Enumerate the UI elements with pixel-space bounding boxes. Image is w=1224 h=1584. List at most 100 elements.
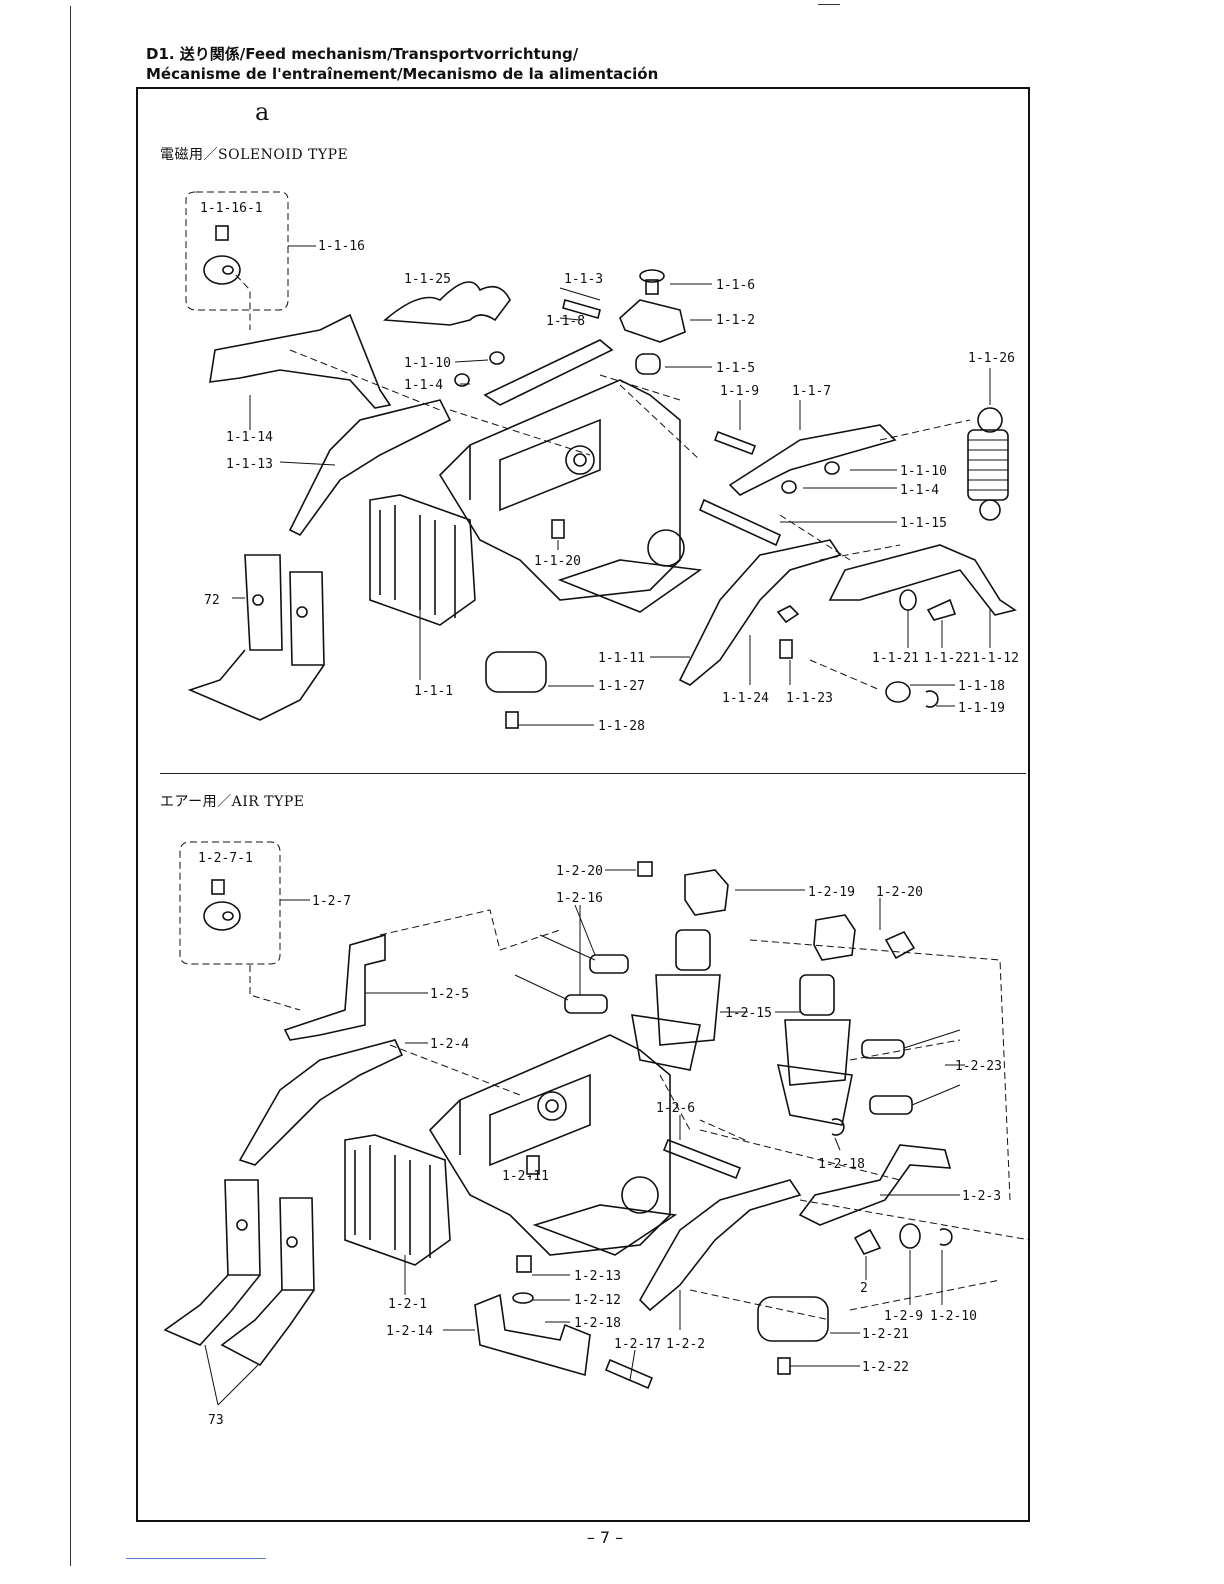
label-1-2-15: 1-2-15 (725, 1006, 772, 1021)
label-1-2-18-right: 1-2-18 (818, 1157, 865, 1172)
shaft-1-1-9 (713, 430, 757, 456)
shaft-1-2-6 (662, 1138, 742, 1180)
label-1-2-9: 1-2-9 (884, 1309, 923, 1324)
solenoid-section-title: 電磁用／SOLENOID TYPE (160, 147, 349, 163)
label-1-2-18-left: 1-2-18 (574, 1316, 621, 1331)
label-1-1-3: 1-1-3 (564, 272, 603, 287)
fittings-1-2-23 (861, 1029, 961, 1115)
label-72: 72 (204, 593, 220, 608)
label-1-2-2: 1-2-2 (666, 1337, 705, 1352)
bushing-1-1-5 (635, 353, 661, 375)
label-1-1-27: 1-1-27 (598, 679, 645, 694)
label-1-1-28: 1-1-28 (598, 719, 645, 734)
label-1-1-21: 1-1-21 (872, 651, 919, 666)
bracket-72 (187, 554, 325, 721)
label-1-2-3: 1-2-3 (962, 1189, 1001, 1204)
label-1-1-22: 1-1-22 (924, 651, 971, 666)
label-1-1-16-1: 1-1-16-1 (200, 201, 263, 216)
link-1-1-8 (483, 339, 614, 406)
label-1-1-15: 1-1-15 (900, 516, 947, 531)
small-parts-solenoid (454, 351, 957, 729)
label-1-1-11: 1-1-11 (598, 651, 645, 666)
label-1-1-8: 1-1-8 (546, 314, 585, 329)
label-73: 73 (208, 1413, 224, 1428)
inset-box-solenoid (185, 191, 289, 311)
label-1-2-7-1: 1-2-7-1 (198, 851, 253, 866)
shaft-1-1-15 (698, 498, 782, 547)
label-1-1-12: 1-1-12 (972, 651, 1019, 666)
spring-1-1-25 (383, 281, 511, 326)
lever-1-2-5 (283, 933, 386, 1041)
label-1-2-13: 1-2-13 (574, 1269, 621, 1284)
label-1-2-5: 1-2-5 (430, 987, 469, 1002)
page-number: – 7 – (586, 1528, 624, 1547)
label-1-1-10-upper: 1-1-10 (404, 356, 451, 371)
label-1-2-23: 1-2-23 (955, 1059, 1002, 1074)
arm-1-1-13 (288, 399, 452, 537)
page-top-rule (818, 4, 840, 5)
label-1-1-14: 1-1-14 (226, 430, 273, 445)
label-1-1-26: 1-1-26 (968, 351, 1015, 366)
label-1-1-4-lower: 1-1-4 (900, 483, 939, 498)
assembly-lines-air (249, 909, 1031, 1321)
label-1-1-9: 1-1-9 (720, 384, 759, 399)
label-1-1-7: 1-1-7 (792, 384, 831, 399)
main-frame-casting (438, 379, 703, 613)
label-1-2-21: 1-2-21 (862, 1327, 909, 1342)
section-divider (160, 773, 1026, 774)
main-frame-casting-air (428, 1034, 678, 1256)
label-1-2-4: 1-2-4 (430, 1037, 469, 1052)
cylinder-left-1-2-15 (631, 869, 729, 1071)
sheet-mark: a (255, 98, 270, 126)
label-1-2-6: 1-2-6 (656, 1101, 695, 1116)
label-1-2-14: 1-2-14 (386, 1324, 433, 1339)
cylinder-right-1-2-15 (776, 914, 856, 1126)
lever-1-1-11 (678, 539, 842, 686)
label-1-1-10-lower: 1-1-10 (900, 464, 947, 479)
label-2: 2 (860, 1281, 868, 1296)
label-1-2-19: 1-2-19 (808, 885, 855, 900)
fittings-1-2-16 (514, 934, 629, 1014)
label-1-1-5: 1-1-5 (716, 361, 755, 376)
label-1-2-11: 1-2-11 (502, 1169, 549, 1184)
label-1-1-24: 1-1-24 (722, 691, 769, 706)
heading-line-1: D1. 送り関係/Feed mechanism/Transportvorrich… (146, 45, 579, 63)
arm-1-1-7 (728, 424, 897, 496)
inset-box-air (179, 841, 281, 965)
label-1-1-19: 1-1-19 (958, 701, 1005, 716)
small-parts-air (512, 861, 953, 1390)
label-1-2-12: 1-2-12 (574, 1293, 621, 1308)
label-1-1-16: 1-1-16 (318, 239, 365, 254)
leader-lines-solenoid (232, 245, 991, 726)
arm-1-2-4 (238, 1039, 404, 1166)
diagram-frame (136, 87, 1030, 1522)
bottom-link-line (126, 1558, 266, 1559)
label-1-1-2: 1-1-2 (716, 313, 755, 328)
page-left-rule (70, 6, 71, 1566)
label-1-2-20-right: 1-2-20 (876, 885, 923, 900)
block-1-1-2 (619, 299, 686, 343)
section-heading: D1. 送り関係/Feed mechanism/Transportvorrich… (146, 44, 658, 84)
label-1-2-20-left: 1-2-20 (556, 864, 603, 879)
spring-1-1-26 (967, 407, 1009, 521)
lever-1-1-14 (209, 313, 392, 409)
label-1-2-16: 1-2-16 (556, 891, 603, 906)
label-1-2-22: 1-2-22 (862, 1360, 909, 1375)
bracket-73 (163, 1179, 315, 1367)
label-1-1-20: 1-1-20 (534, 554, 581, 569)
bracket-1-2-14 (474, 1293, 591, 1377)
pin-1-1-3 (562, 299, 601, 319)
label-1-1-18: 1-1-18 (958, 679, 1005, 694)
collar-part-air (203, 879, 241, 931)
label-1-1-13: 1-1-13 (226, 457, 273, 472)
screw-1-1-6 (639, 269, 665, 295)
assembly-lines-solenoid (235, 274, 971, 691)
leader-lines-air (204, 869, 965, 1406)
label-1-1-25: 1-1-25 (404, 272, 451, 287)
label-1-2-17: 1-2-17 (614, 1337, 661, 1352)
lever-1-2-2 (639, 1179, 802, 1312)
arm-1-1-12 (828, 544, 1017, 616)
label-1-1-23: 1-1-23 (786, 691, 833, 706)
